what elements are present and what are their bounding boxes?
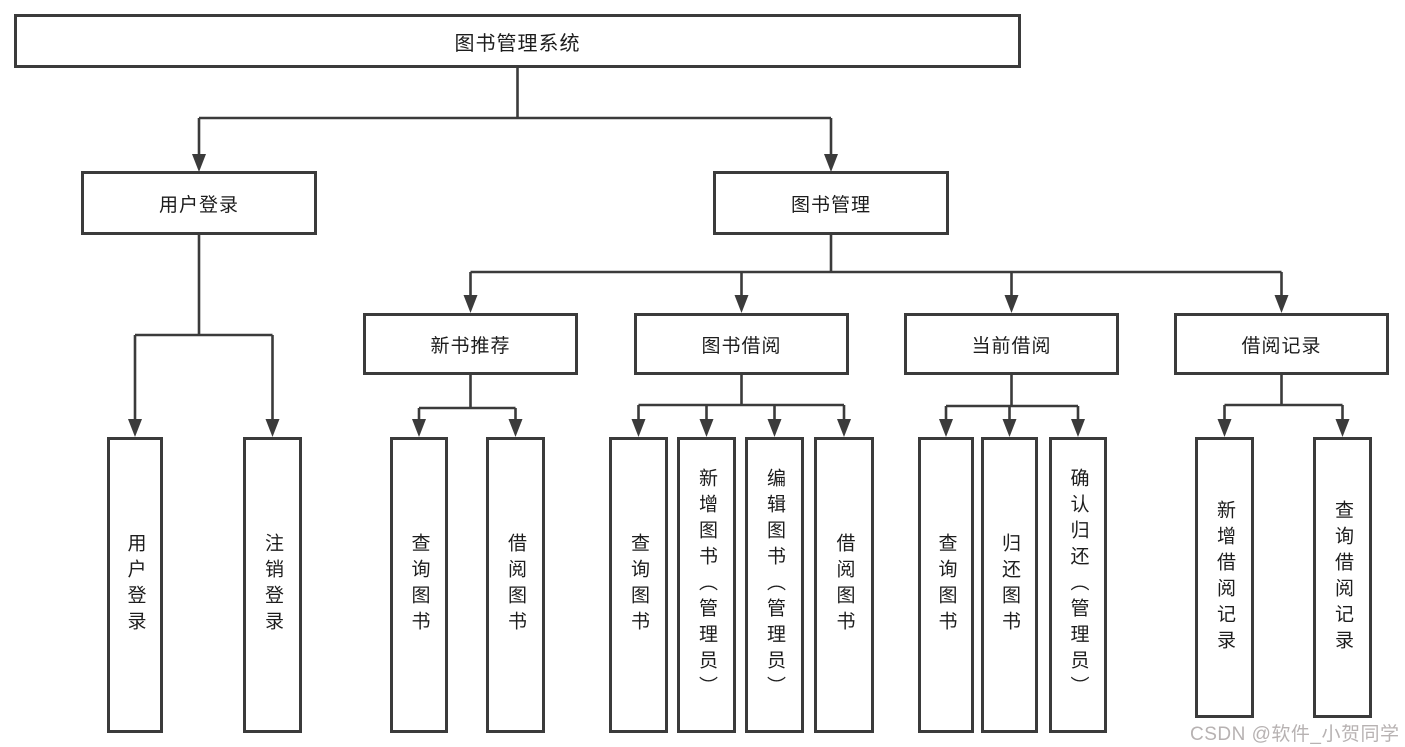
node-user-login: 用户登录 xyxy=(81,171,317,235)
leaf-logout: 注销登录 xyxy=(243,437,302,733)
node-book-management: 图书管理 xyxy=(713,171,949,235)
leaf-current-query-books: 查询图书 xyxy=(918,437,974,733)
arrowheads xyxy=(128,154,1350,437)
leaf-records-add-borrow-record: 新增借阅记录 xyxy=(1195,437,1254,718)
node-current-borrowing: 当前借阅 xyxy=(904,313,1119,375)
leaf-recommend-query-books: 查询图书 xyxy=(390,437,448,733)
leaf-borrowing-edit-books-admin: 编辑图书（管理员） xyxy=(745,437,804,733)
csdn-watermark: CSDN @软件_小贺同学 xyxy=(1190,724,1400,745)
node-borrowing-records: 借阅记录 xyxy=(1174,313,1389,375)
leaf-current-confirm-return-admin: 确认归还（管理员） xyxy=(1049,437,1107,733)
node-new-book-recommend: 新书推荐 xyxy=(363,313,578,375)
leaf-borrowing-borrow-books: 借阅图书 xyxy=(814,437,874,733)
leaf-current-return-books: 归还图书 xyxy=(981,437,1038,733)
leaf-user-login: 用户登录 xyxy=(107,437,163,733)
leaf-borrowing-query-books: 查询图书 xyxy=(609,437,668,733)
leaf-recommend-borrow-books: 借阅图书 xyxy=(486,437,545,733)
node-library-management-system: 图书管理系统 xyxy=(14,14,1021,68)
leaf-records-query-borrow-record: 查询借阅记录 xyxy=(1313,437,1372,718)
leaf-borrowing-add-books-admin: 新增图书（管理员） xyxy=(677,437,736,733)
node-book-borrowing: 图书借阅 xyxy=(634,313,849,375)
